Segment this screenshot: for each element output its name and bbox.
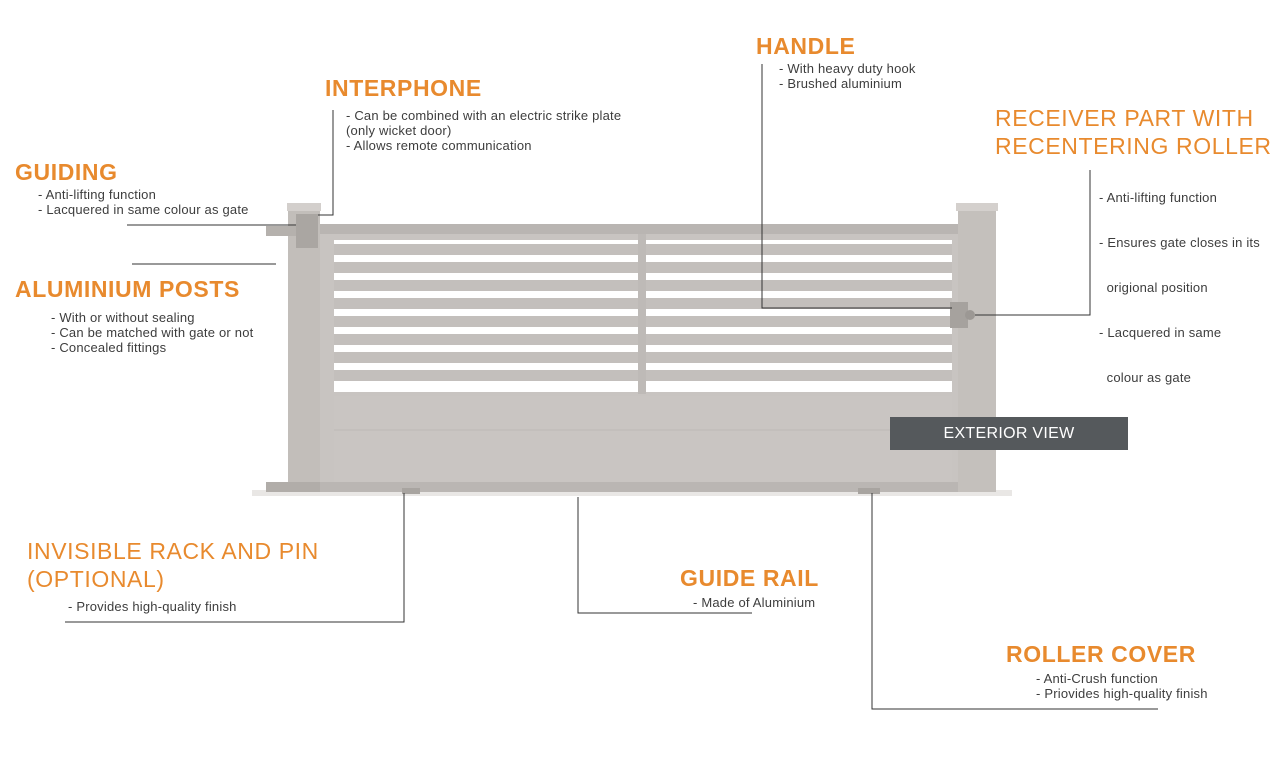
rack-desc: - Provides high-quality finish: [68, 599, 237, 614]
receiver-part: [950, 302, 968, 328]
exterior-view-badge: EXTERIOR VIEW: [890, 417, 1128, 450]
handle-line: - Brushed aluminium: [779, 76, 903, 91]
rail-line: - Made of Aluminium: [693, 595, 816, 610]
interphone-line: - Allows remote communication: [346, 138, 532, 153]
gate-lower-panel: [334, 396, 952, 482]
gate-top-rail: [318, 224, 958, 234]
guiding-bracket: [296, 214, 318, 248]
interphone-title: INTERPHONE: [325, 75, 482, 101]
handle-title: HANDLE: [756, 33, 856, 59]
receiver-line: colour as gate: [1099, 370, 1192, 385]
gate-slats: [334, 234, 952, 394]
handle-desc: - With heavy duty hook - Brushed alumini…: [779, 61, 916, 91]
rack-title-line: INVISIBLE RACK AND PIN: [27, 538, 319, 564]
guiding-title: GUIDING: [15, 159, 118, 185]
rail-title: GUIDE RAIL: [680, 565, 819, 591]
roller-title: ROLLER COVER: [1006, 641, 1196, 667]
receiver-line: - Anti-lifting function: [1099, 190, 1218, 205]
roller: [858, 488, 880, 494]
guiding-line: - Lacquered in same colour as gate: [38, 202, 249, 217]
guiding-desc: - Anti-lifting function - Lacquered in s…: [38, 187, 249, 217]
leader-lines: [65, 64, 1158, 710]
posts-desc: - With or without sealing - Can be match…: [51, 310, 253, 355]
left-post: [288, 205, 320, 492]
interphone-line: (only wicket door): [346, 123, 452, 138]
receiver-line: - Lacquered in same: [1099, 325, 1222, 340]
rail-desc: - Made of Aluminium: [693, 595, 815, 610]
roller-line: - Anti-Crush function: [1036, 671, 1158, 686]
rack-pin: [402, 488, 420, 494]
posts-line: - Concealed fittings: [51, 340, 167, 355]
guiding-line: - Anti-lifting function: [38, 187, 157, 202]
receiver-line: - Ensures gate closes in its: [1099, 235, 1260, 250]
ground-shadow: [252, 490, 1012, 496]
receiver-title: RECEIVER PART WITH RECENTERING ROLLER: [995, 104, 1272, 160]
receiver-desc: - Anti-lifting function - Ensures gate c…: [1099, 160, 1260, 400]
posts-line: - Can be matched with gate or not: [51, 325, 254, 340]
interphone-desc: - Can be combined with an electric strik…: [346, 108, 621, 153]
posts-title: ALUMINIUM POSTS: [15, 276, 240, 302]
roller-desc: - Anti-Crush function - Priovides high-q…: [1036, 671, 1208, 701]
gate-bottom-rail: [318, 482, 958, 492]
receiver-line: origional position: [1099, 280, 1208, 295]
rack-title: INVISIBLE RACK AND PIN (OPTIONAL): [27, 537, 319, 593]
receiver-title-line: RECEIVER PART WITH: [995, 105, 1254, 131]
interphone-line: - Can be combined with an electric strik…: [346, 108, 622, 123]
rack-title-line: (OPTIONAL): [27, 566, 165, 592]
posts-line: - With or without sealing: [51, 310, 195, 325]
roller-line: - Priovides high-quality finish: [1036, 686, 1208, 701]
handle-line: - With heavy duty hook: [779, 61, 916, 76]
rack-line: - Provides high-quality finish: [68, 599, 237, 614]
receiver-title-line: RECENTERING ROLLER: [995, 133, 1272, 159]
